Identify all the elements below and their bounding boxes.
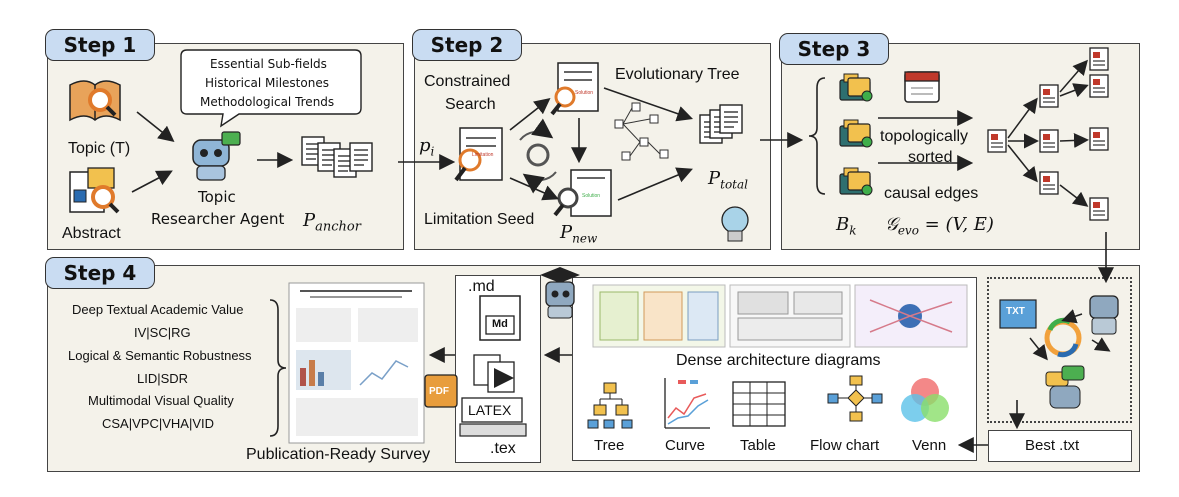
- sorted-doc-icons: [987, 47, 1109, 221]
- eval-line-3: Logical & Semantic Robustness: [68, 348, 252, 363]
- solution-doc-tag-bottom: Solution: [582, 193, 601, 199]
- curve-chart-icon: [664, 378, 710, 429]
- anchor-docs-icon: [301, 136, 373, 178]
- dense-diagrams-label: Dense architecture diagrams: [676, 352, 881, 369]
- bubble-line-2: Historical Milestones: [205, 76, 329, 90]
- txt-file-icon: [999, 299, 1037, 329]
- architecture-diagram-thumbnails: [592, 284, 968, 348]
- solution-doc-bottom-icon: [553, 169, 612, 217]
- solution-doc-top-icon: [550, 62, 599, 116]
- md-file-icon: [479, 295, 521, 341]
- chart-type-table: Table: [740, 437, 776, 454]
- right-brace: [269, 299, 287, 437]
- p-total-main: P: [708, 168, 721, 189]
- chart-type-curve: Curve: [665, 437, 706, 454]
- p-anchor-main: P: [303, 210, 316, 231]
- agent-label-line2: Researcher Agent: [151, 210, 285, 228]
- bubble-line-3: Methodological Trends: [200, 95, 335, 109]
- p-new-sub: new: [572, 231, 598, 246]
- limitation-doc-icon: [454, 127, 503, 182]
- pi-main: p: [419, 135, 431, 156]
- bk-main: B: [836, 214, 850, 235]
- eval-line-5: Multimodal Visual Quality: [88, 393, 234, 408]
- gevo-main: 𝒢: [885, 214, 898, 235]
- txt-icon-text: TXT: [1006, 306, 1025, 317]
- flow-chart-icon: [827, 375, 883, 422]
- tree-chart-icon: [587, 382, 633, 429]
- p-total-docs-icon: [699, 104, 743, 144]
- p-new-label: Pnew: [560, 222, 597, 246]
- agent-loop-box: [987, 277, 1132, 423]
- p-new-main: P: [560, 222, 573, 243]
- loop-robot-icon: [1089, 295, 1119, 335]
- chart-type-venn: Venn: [912, 437, 947, 454]
- eval-line-2: IV|SC|RG: [134, 325, 191, 340]
- pi-label: pi: [419, 135, 434, 159]
- chart-type-tree: Tree: [594, 437, 625, 454]
- p-anchor-sub: anchor: [315, 219, 361, 235]
- agent-label-line1: Topic: [198, 188, 236, 206]
- survey-paper-thumbnail: [288, 282, 425, 444]
- p-total-sub: total: [720, 177, 748, 192]
- venn-chart-icon: [901, 378, 949, 422]
- scholar-robot-icon: [540, 267, 580, 319]
- pdf-icon: [424, 374, 458, 408]
- step4-tab: Step 4: [45, 257, 155, 289]
- convert-doc-icon: [473, 354, 515, 393]
- best-txt-box: [988, 430, 1132, 462]
- book-icon: [69, 80, 121, 122]
- speech-bubble: [180, 49, 362, 128]
- brain-robot-icon: [721, 206, 749, 242]
- left-brace: [808, 77, 826, 195]
- solution-doc-tag-top: Solution: [575, 90, 594, 96]
- table-chart-icon: [732, 381, 786, 427]
- cycle-gears-icon: [519, 118, 557, 194]
- constrained-line2: Search: [445, 96, 496, 113]
- best-txt-label: Best .txt: [1025, 437, 1080, 454]
- md-label: .md: [468, 278, 495, 295]
- limitation-seed-label: Limitation Seed: [424, 211, 535, 228]
- p-anchor-label: Panchor: [303, 210, 361, 235]
- causal-edges-label: causal edges: [884, 185, 979, 202]
- gevo-label: 𝒢evo = (V, E): [885, 214, 994, 238]
- pub-ready-label: Publication-Ready Survey: [246, 446, 431, 463]
- gevo-rhs: = (V, E): [918, 214, 994, 235]
- folder-icons: [839, 73, 873, 196]
- topo-line1: topologically: [880, 128, 969, 145]
- eval-line-4: LID|SDR: [137, 371, 189, 386]
- step1-tab: Step 1: [45, 29, 155, 61]
- chart-type-flow: Flow chart: [810, 437, 880, 454]
- gevo-sub: evo: [897, 223, 919, 238]
- pi-sub: i: [430, 144, 435, 159]
- latex-label: LATEX: [468, 402, 512, 418]
- eval-line-6: CSA|VPC|VHA|VID: [102, 416, 214, 431]
- md-icon-text: Md: [492, 318, 508, 330]
- evo-tree-label: Evolutionary Tree: [615, 66, 740, 83]
- eval-line-1: Deep Textual Academic Value: [72, 302, 244, 317]
- pdf-icon-text: PDF: [429, 386, 449, 397]
- abstract-label: Abstract: [62, 225, 121, 242]
- evolutionary-tree-icon: [614, 102, 669, 161]
- calendar-icon: [904, 71, 940, 103]
- bubble-line-1: Essential Sub-fields: [210, 57, 327, 71]
- p-total-label: Ptotal: [708, 168, 748, 192]
- robot-agent-icon: [192, 131, 241, 181]
- abstract-doc-icon: [69, 167, 120, 214]
- constrained-line1: Constrained: [424, 73, 511, 90]
- step3-tab: Step 3: [779, 33, 889, 65]
- loop-cycle-icon: [1044, 317, 1082, 358]
- step2-tab: Step 2: [412, 29, 522, 61]
- latex-icon: [459, 397, 527, 437]
- bk-sub: k: [849, 223, 857, 238]
- tex-label: .tex: [490, 440, 516, 457]
- topic-label: Topic (T): [68, 140, 131, 157]
- bk-label: Bk: [836, 214, 857, 238]
- limitation-doc-tag: Limitation: [472, 152, 494, 158]
- chat-robot-icon: [1045, 365, 1085, 409]
- topo-line2: sorted: [908, 149, 953, 166]
